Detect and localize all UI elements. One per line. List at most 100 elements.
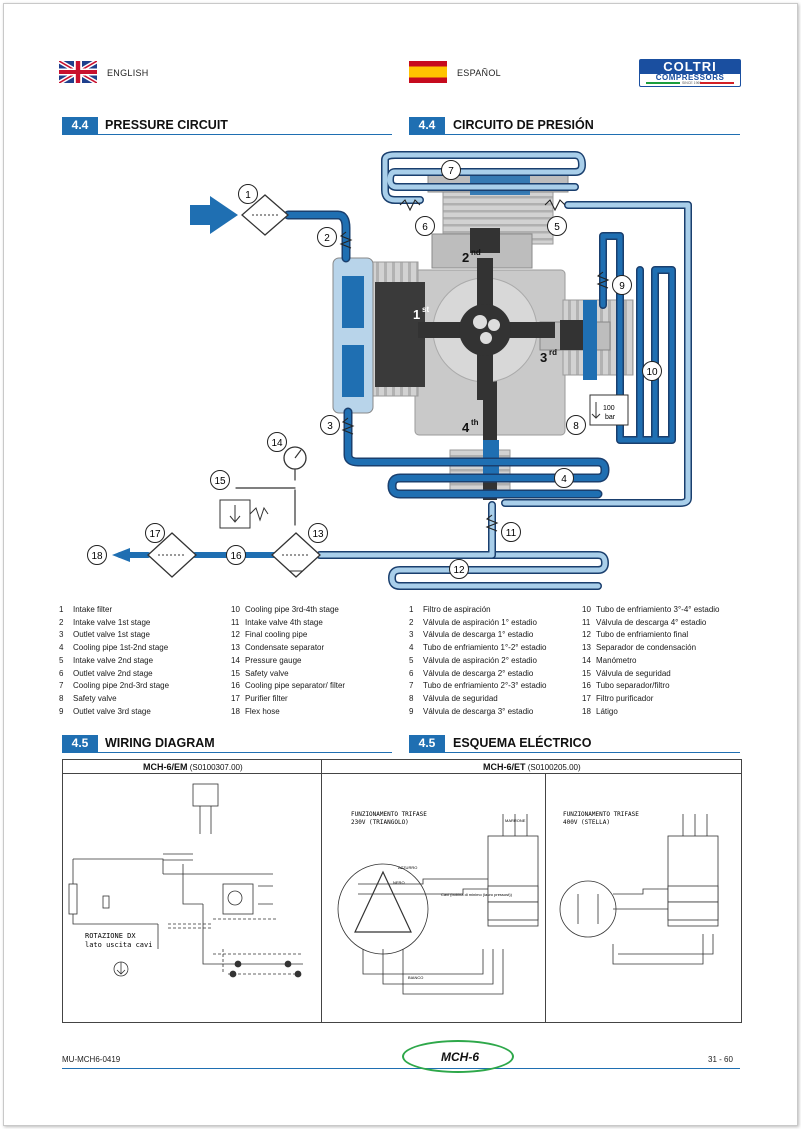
svg-text:17: 17	[149, 529, 161, 540]
highlight-oval	[402, 1040, 514, 1073]
star-title-2: 400V (STELLA)	[563, 819, 610, 826]
callout-8: 8	[566, 415, 586, 435]
valve-springs	[339, 199, 610, 532]
footer-rule	[62, 1068, 740, 1069]
section-44-number-es: 4.4	[409, 117, 445, 134]
purifier-filter-icon	[147, 532, 197, 578]
callout-11: 11	[501, 522, 521, 542]
wire-label-bianco: BIANCO	[408, 975, 423, 980]
lang-spanish: ESPAÑOL	[457, 68, 501, 78]
section-45-title-es: ESQUEMA ELÉCTRICO	[453, 736, 592, 750]
callout-12: 12	[449, 559, 469, 579]
wiring-right-title: MCH-6/ET (S0100205.00)	[483, 762, 581, 772]
safety-valve-icon	[219, 499, 269, 529]
section-45-number: 4.5	[62, 735, 98, 752]
callout-13: 13	[308, 523, 328, 543]
callout-9: 9	[612, 275, 632, 295]
svg-text:1: 1	[245, 190, 251, 201]
section-44-rule-en	[62, 134, 392, 135]
wire-label-azzurro: AZZURRO	[398, 865, 417, 870]
star-title-1: FUNZIONAMENTO TRIFASE	[563, 811, 639, 818]
intake-arrow-icon	[190, 196, 238, 234]
safety-valve-3rd-icon	[589, 394, 629, 426]
svg-text:th: th	[471, 418, 479, 427]
condensate-separator-icon	[271, 532, 321, 578]
svg-text:13: 13	[312, 529, 324, 540]
uk-flag-icon	[59, 61, 97, 83]
section-45-number-es: 4.5	[409, 735, 445, 752]
section-45-rule-es	[409, 752, 740, 753]
callout-5: 5	[547, 216, 567, 236]
svg-text:11: 11	[506, 528, 517, 539]
pressure-circuit-diagram: 1 st 2 nd 3 rd 4 th 100 bar	[87, 151, 692, 590]
triangle-title-2: 230V (TRIANGOLO)	[351, 819, 409, 826]
footer-doc-code: MU-MCH6-0419	[62, 1055, 121, 1064]
callout-4: 4	[554, 468, 574, 488]
svg-text:2: 2	[324, 233, 330, 244]
svg-text:10: 10	[646, 367, 658, 378]
svg-text:15: 15	[214, 476, 226, 487]
rotation-label-1: ROTAZIONE DX	[85, 932, 136, 940]
callout-10: 10	[642, 361, 662, 381]
svg-text:3: 3	[327, 421, 333, 432]
triangle-title-1: FUNZIONAMENTO TRIFASE	[351, 811, 427, 818]
svg-text:14: 14	[271, 438, 283, 449]
svg-text:12: 12	[453, 565, 465, 576]
wire-label-marrone: MARRONE	[505, 818, 526, 823]
logo-top-text: COLTRI	[663, 59, 717, 74]
logo-tag-text: SINCE 1969	[682, 80, 702, 85]
callouts: 1 2 3 4 5 6 7 8 9 10 11 12 13 14 15 16 1…	[87, 160, 662, 579]
compressor-body	[332, 169, 634, 500]
callout-16: 16	[226, 545, 246, 565]
star-schematic	[559, 814, 719, 965]
callout-15: 15	[210, 470, 230, 490]
stage-1-label: 1	[413, 307, 420, 322]
svg-text:8: 8	[573, 421, 579, 432]
gauge-value: 100	[603, 405, 615, 412]
section-44-rule-es	[409, 134, 740, 135]
svg-text:nd: nd	[471, 248, 481, 257]
wiring-left-title: MCH-6/EM (S0100307.00)	[143, 762, 243, 772]
section-44-title-en: PRESSURE CIRCUIT	[105, 118, 228, 132]
page-frame	[3, 3, 798, 1126]
single-phase-schematic	[68, 783, 303, 978]
svg-text:18: 18	[91, 551, 103, 562]
wiring-schematics: ROTAZIONE DX lato uscita cavi FUNZIONAME…	[68, 783, 719, 995]
section-44-title-es: CIRCUITO DE PRESIÓN	[453, 118, 594, 132]
rotation-label-2: lato uscita cavi	[85, 941, 152, 949]
svg-text:5: 5	[554, 222, 560, 233]
spain-flag-icon	[409, 61, 447, 83]
lang-english: ENGLISH	[107, 68, 149, 78]
svg-text:7: 7	[448, 166, 454, 177]
wiring-diagram-box: MCH-6/EM (S0100307.00) MCH-6/ET (S010020…	[62, 759, 742, 1023]
stage-2-label: 2	[462, 250, 469, 265]
